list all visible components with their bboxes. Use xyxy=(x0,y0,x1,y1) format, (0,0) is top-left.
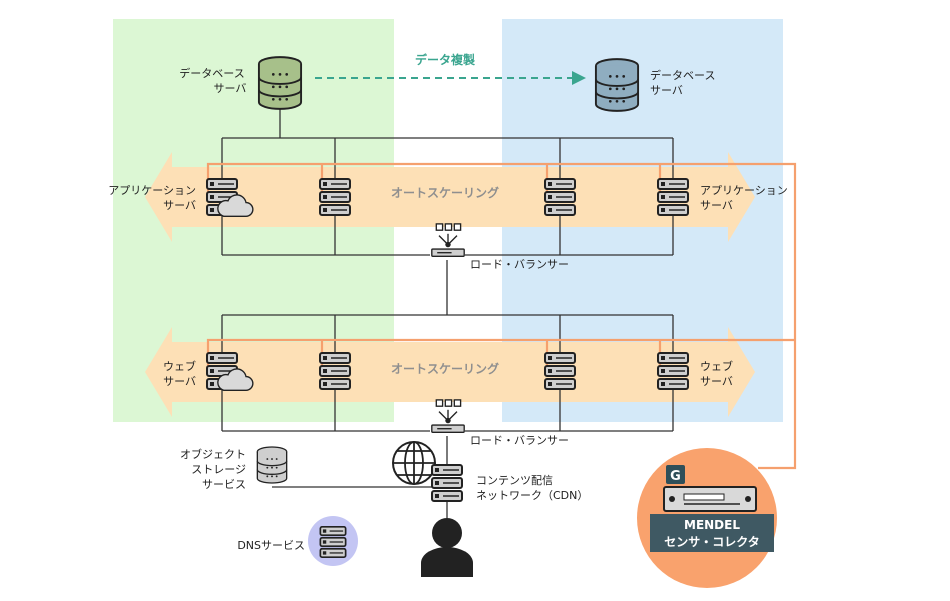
app-left-label-2: サーバ xyxy=(163,199,196,212)
globe-icon xyxy=(392,441,436,485)
autoscale-label-web: オートスケーリング xyxy=(391,361,499,376)
replication-arrow-head xyxy=(572,71,586,85)
web-right-label-1: ウェブ xyxy=(700,359,733,373)
db-right-label-1: データベース xyxy=(650,68,715,82)
lb-2-label: ロード・バランサー xyxy=(470,434,569,447)
cdn-label-1: コンテンツ配信 xyxy=(476,474,553,487)
app-left-label-1: アプリケーション xyxy=(108,184,196,197)
svg-text:G: G xyxy=(670,469,681,484)
dns-label: DNSサービス xyxy=(237,539,305,552)
web-left-label-2: サーバ xyxy=(163,375,196,388)
server-icon xyxy=(319,178,351,216)
server-icon xyxy=(544,352,576,390)
db-left-label-1: データベース xyxy=(179,66,244,80)
server-icon xyxy=(657,352,689,390)
autoscale-band-app xyxy=(145,152,755,242)
load-balancer-icon xyxy=(431,223,465,258)
cdn-label-2: ネットワーク（CDN） xyxy=(476,489,588,502)
web-right-label-2: サーバ xyxy=(700,375,733,388)
app-right-label-1: アプリケーション xyxy=(700,184,788,197)
network-lines xyxy=(221,108,674,518)
db-right-label-2: サーバ xyxy=(650,84,683,97)
database-icon xyxy=(256,446,288,484)
replication-label: データ複製 xyxy=(415,52,476,67)
database-icon xyxy=(257,56,303,110)
lb-1-label: ロード・バランサー xyxy=(470,258,569,271)
user-icon xyxy=(421,518,473,577)
mendel-device-icon xyxy=(663,486,757,512)
server-icon xyxy=(319,526,347,558)
autoscale-band-web xyxy=(145,327,755,417)
autoscale-label-app: オートスケーリング xyxy=(391,185,499,200)
object-storage-label-2: ストレージ xyxy=(191,463,246,476)
server-icon xyxy=(657,178,689,216)
web-left-label-1: ウェブ xyxy=(163,359,196,373)
mendel-logo xyxy=(666,465,685,484)
mendel-subtitle: センサ・コレクタ xyxy=(664,535,760,549)
mendel-sensor-collector: G MENDEL センサ・コレクタ xyxy=(637,448,777,588)
load-balancer-icon xyxy=(431,399,465,434)
mendel-title: MENDEL xyxy=(684,518,740,532)
app-right-label-2: サーバ xyxy=(700,199,733,212)
database-icon xyxy=(594,58,640,112)
server-icon xyxy=(319,352,351,390)
server-icon xyxy=(544,178,576,216)
object-storage-label-3: サービス xyxy=(202,478,246,491)
server-icon xyxy=(431,464,463,502)
object-storage-label-1: オブジェクト xyxy=(180,447,246,461)
db-left-label-2: サーバ xyxy=(214,82,247,95)
